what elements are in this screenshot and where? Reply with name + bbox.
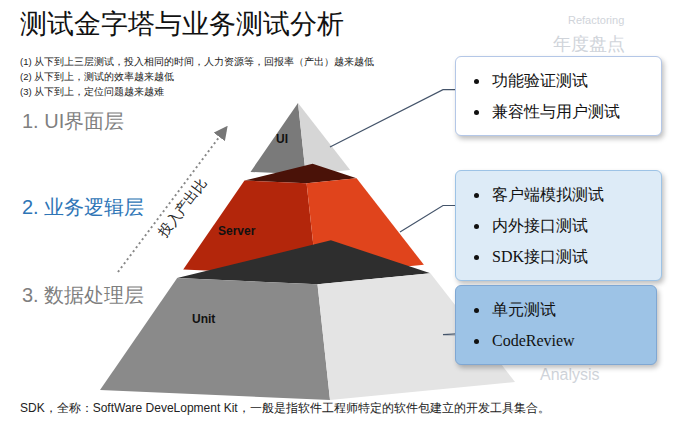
ratio-label: 投入产出比	[155, 175, 212, 242]
bullet-item: 功能验证测试	[470, 65, 649, 96]
callout-box: 单元测试CodeReview	[455, 285, 657, 365]
layer-label: UI	[276, 132, 288, 146]
layer-name: 3. 数据处理层	[22, 282, 144, 309]
title: 测试金字塔与业务测试分析	[20, 6, 344, 42]
watermark: Refactoring	[568, 14, 624, 26]
footnote: SDK，全称：SoftWare DeveLopment Kit，一般是指软件工程…	[20, 400, 550, 417]
bullet-item: SDK接口测试	[470, 241, 649, 272]
bullet-item: 单元测试	[470, 294, 644, 325]
layer-label: Server	[218, 224, 255, 238]
callout-box: 功能验证测试兼容性与用户测试	[455, 56, 662, 136]
pyramid-layer: Server	[205, 200, 400, 264]
leader-line	[400, 206, 455, 232]
layer-right-face	[298, 103, 350, 174]
bullet-item: 兼容性与用户测试	[470, 96, 649, 127]
note: (1) 从下到上三层测试，投入相同的时间，人力资源等，回报率（产出）越来越低	[20, 56, 374, 69]
layer-label: Unit	[192, 312, 215, 326]
watermark: 年度盘点	[553, 32, 625, 56]
leader-line	[330, 90, 455, 147]
callout-box: 客户端模拟测试内外接口测试SDK接口测试	[455, 170, 662, 281]
bullet-item: 内外接口测试	[470, 210, 649, 241]
pyramid-layer: Unit	[150, 286, 472, 380]
note: (2) 从下到上，测试的效率越来越低	[20, 71, 174, 84]
layer-name: 1. UI界面层	[22, 108, 124, 135]
layer-left-face	[251, 103, 306, 174]
watermark: Analysis	[540, 366, 600, 384]
pyramid-layer: UI	[262, 124, 330, 170]
bullet-item: CodeReview	[470, 325, 644, 356]
layer-name: 2. 业务逻辑层	[22, 194, 144, 221]
bullet-item: 客户端模拟测试	[470, 179, 649, 210]
note: (3) 从下到上，定位问题越来越难	[20, 86, 164, 99]
